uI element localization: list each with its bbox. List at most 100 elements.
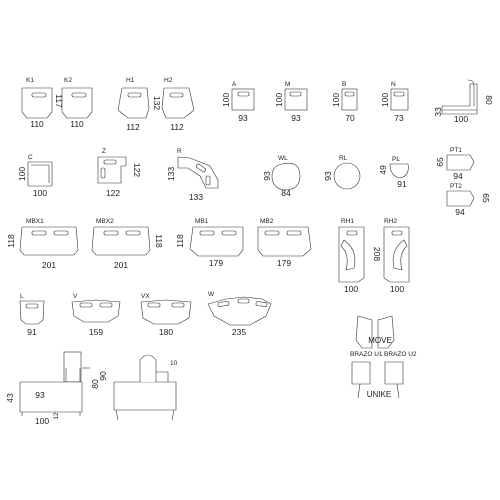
module-outline: [21, 87, 53, 119]
width-label: 201: [114, 260, 128, 270]
depth-label: 133: [166, 167, 176, 181]
seat-depth-label: 93: [35, 390, 45, 400]
leg: [171, 409, 175, 421]
cushion: [205, 175, 211, 186]
module-code: MB2: [260, 218, 274, 225]
depth-label: 65: [435, 157, 445, 167]
back-detail: [65, 368, 81, 382]
depth-label: 132: [152, 96, 162, 110]
width-label: 201: [42, 260, 56, 270]
module-n: N 100 73: [380, 81, 409, 123]
cushion: [237, 298, 250, 304]
module-rh2: RH2 100: [383, 218, 410, 294]
module-mbx2: MBX2 118 201: [91, 218, 164, 270]
module-code: K1: [26, 77, 34, 84]
module-pl: PL 49 91: [378, 156, 409, 189]
module-code: N: [391, 81, 396, 88]
width-label: 180: [159, 327, 173, 337]
depth-label: 117: [54, 94, 64, 108]
module-l: L 91: [19, 293, 45, 337]
armrest-left: [355, 315, 373, 349]
cushion: [169, 92, 184, 98]
accessory-unike: UNIKE: [351, 361, 404, 399]
width-label: 179: [209, 258, 223, 268]
backrest: [467, 79, 475, 106]
depth-label: 93: [323, 171, 333, 181]
depth-label: 100: [221, 93, 231, 107]
cushion: [53, 230, 69, 236]
seat-body: [113, 381, 177, 411]
module-outline: [446, 154, 475, 171]
module-wl: WL 93 84: [262, 155, 301, 198]
width-label: 112: [170, 122, 184, 132]
module-a: A 100 93: [221, 81, 255, 123]
leg: [115, 409, 119, 421]
module-pt1: PT1 65 94: [435, 147, 475, 181]
module-code: RL: [339, 155, 348, 162]
module-code: H1: [126, 77, 135, 84]
depth-label: 118: [6, 234, 16, 248]
brazo-u1-label: BRAZO U1: [350, 351, 383, 358]
module-m: M 100 93: [274, 81, 308, 123]
chaise-curve: [340, 239, 356, 271]
armrest-right: [377, 315, 395, 349]
seat-length-label: 100: [35, 416, 49, 426]
module-rh1: RH1 208 100: [338, 218, 382, 294]
module-code: MBX2: [96, 218, 114, 225]
width-label: 93: [291, 113, 301, 123]
cushion: [79, 302, 93, 308]
width-label: 100: [454, 114, 468, 124]
module-code: A: [232, 81, 237, 88]
cushion: [221, 230, 237, 236]
cushion: [99, 302, 113, 308]
depth-label: 80: [484, 95, 494, 105]
module-c: C 100 100: [17, 154, 53, 198]
side-label: 10: [170, 360, 178, 367]
backrest-line: [31, 164, 50, 183]
module-z: Z 122 122: [97, 148, 142, 198]
leg: [396, 383, 400, 399]
width-label: 112: [126, 122, 140, 132]
cushion: [25, 303, 39, 309]
module-code: H2: [164, 77, 173, 84]
module-rl: RL 93: [323, 155, 361, 190]
module-k1: K1 117 110: [21, 77, 64, 129]
width-label: 84: [281, 188, 291, 198]
seat-height-label: 43: [5, 393, 15, 403]
module-code: MB1: [195, 218, 209, 225]
width-label: 94: [455, 207, 465, 217]
module-side-view: 33 80 100: [433, 79, 494, 124]
module-vx: VX 180: [140, 293, 192, 337]
width-label: 93: [238, 113, 248, 123]
module-h2: H2 112: [161, 77, 195, 132]
width-label: 110: [30, 119, 44, 129]
side-view-seat: 43 93 100 12: [5, 351, 90, 426]
backrest-panel: [63, 351, 82, 383]
cushion: [199, 230, 215, 236]
module-code: M: [285, 81, 290, 88]
module-pt2: PT2 65 94: [446, 183, 491, 217]
depth-label: 100: [274, 93, 284, 107]
accessory-move: MOVE BRAZO U1 BRAZO U2: [350, 315, 417, 358]
width-label: 122: [106, 188, 120, 198]
module-code: V: [73, 293, 78, 300]
cushion: [103, 230, 119, 236]
backrest-cushion: [139, 354, 157, 382]
depth-label: 100: [331, 93, 341, 107]
depth-label: 49: [378, 165, 388, 175]
cushion: [346, 230, 358, 236]
module-outline: [61, 87, 93, 119]
brazo-u2-label: BRAZO U2: [384, 351, 417, 358]
armrest-left: [351, 361, 371, 385]
depth-label: 118: [154, 234, 164, 248]
cushion: [393, 91, 405, 97]
module-outline: [161, 87, 195, 119]
width-label: 133: [189, 192, 203, 202]
side-height-label: 33: [433, 107, 443, 117]
module-code: PT2: [450, 183, 462, 190]
module-outline: [27, 161, 53, 187]
module-code: R: [177, 148, 182, 155]
cushion: [103, 159, 117, 165]
module-b: B 100 70: [331, 81, 358, 123]
move-label: MOVE: [368, 336, 392, 345]
